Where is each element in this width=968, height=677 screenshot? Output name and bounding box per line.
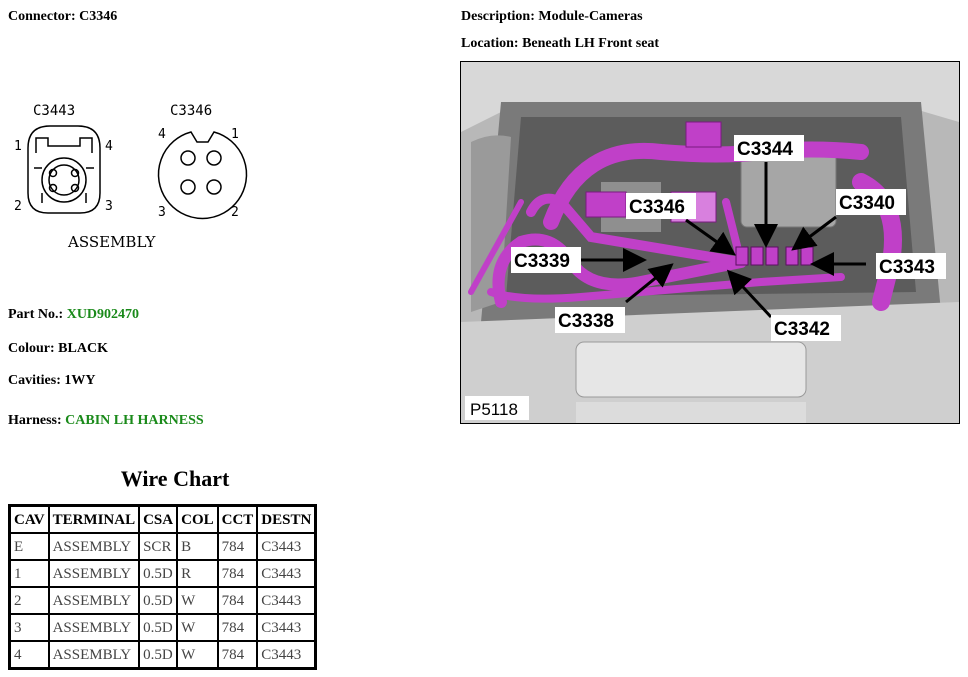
connector-pin-diagram: C3443 C3346 1 4 2 3 4 1 3 2 ASSEMBLY bbox=[14, 103, 248, 251]
left-pin-2: 2 bbox=[14, 199, 22, 214]
right-pin-3: 3 bbox=[158, 205, 166, 220]
left-pin-1: 1 bbox=[14, 139, 22, 154]
left-pin-4: 4 bbox=[105, 139, 113, 154]
cell-terminal: ASSEMBLY bbox=[47, 532, 141, 561]
callout-c3344: C3344 bbox=[737, 139, 793, 160]
location-photo: C3344 C3346 C3340 C3339 C3343 C3338 C334… bbox=[460, 61, 960, 424]
header-cct: CCT bbox=[216, 504, 259, 534]
cell-cav: 1 bbox=[8, 559, 50, 588]
cavities-line: Cavities: 1WY bbox=[8, 373, 96, 389]
cell-cct: 784 bbox=[216, 532, 259, 561]
right-pin-1: 1 bbox=[231, 127, 239, 142]
table-row: 1 ASSEMBLY 0.5D R 784 C3443 bbox=[8, 559, 317, 588]
left-pin-3: 3 bbox=[105, 199, 113, 214]
cell-csa: 0.5D bbox=[138, 559, 179, 588]
harness-link[interactable]: CABIN LH HARNESS bbox=[65, 413, 204, 428]
figure-id: P5118 bbox=[470, 400, 518, 419]
harness-line: Harness: CABIN LH HARNESS bbox=[8, 413, 204, 429]
callout-c3342: C3342 bbox=[774, 319, 830, 340]
cell-terminal: ASSEMBLY bbox=[47, 640, 141, 670]
diagram-caption: ASSEMBLY bbox=[67, 233, 156, 251]
cell-csa: 0.5D bbox=[138, 640, 179, 670]
cell-cct: 784 bbox=[216, 613, 259, 642]
callout-c3340: C3340 bbox=[839, 193, 895, 214]
cell-destn: C3443 bbox=[256, 613, 317, 642]
cell-cct: 784 bbox=[216, 559, 259, 588]
description-value: Module-Cameras bbox=[538, 9, 643, 24]
cell-destn: C3443 bbox=[256, 586, 317, 615]
location-label: Location: bbox=[461, 36, 519, 51]
colour-label: Colour: bbox=[8, 341, 55, 356]
header-destn: DESTN bbox=[256, 504, 317, 534]
cell-destn: C3443 bbox=[256, 640, 317, 670]
right-pin-4: 4 bbox=[158, 127, 166, 142]
cell-cav: 3 bbox=[8, 613, 50, 642]
cell-terminal: ASSEMBLY bbox=[47, 586, 141, 615]
right-pin-2: 2 bbox=[231, 205, 239, 220]
table-row: 4 ASSEMBLY 0.5D W 784 C3443 bbox=[8, 640, 317, 670]
wire-chart-title: Wire Chart bbox=[120, 466, 230, 491]
part-number-line: Part No.: XUD902470 bbox=[8, 307, 139, 323]
cell-destn: C3443 bbox=[256, 559, 317, 588]
right-connector-shape bbox=[157, 131, 248, 220]
header-cav: CAV bbox=[8, 504, 50, 534]
connector-label: Connector: bbox=[8, 9, 76, 24]
location-value: Beneath LH Front seat bbox=[522, 36, 660, 51]
part-number-link[interactable]: XUD902470 bbox=[66, 307, 140, 322]
cell-csa: SCR bbox=[138, 532, 179, 561]
callout-c3343: C3343 bbox=[879, 257, 935, 278]
table-row: E ASSEMBLY SCR B 784 C3443 bbox=[8, 532, 317, 561]
right-connector-name: C3346 bbox=[170, 103, 212, 119]
cell-cct: 784 bbox=[216, 586, 259, 615]
connector-title: Connector: C3346 bbox=[8, 9, 117, 25]
cell-col: W bbox=[176, 640, 219, 670]
cell-destn: C3443 bbox=[256, 532, 317, 561]
callout-c3339: C3339 bbox=[514, 251, 570, 272]
description-label: Description: bbox=[461, 9, 535, 24]
cell-col: W bbox=[176, 586, 219, 615]
callout-c3338: C3338 bbox=[558, 311, 614, 332]
header-csa: CSA bbox=[138, 504, 179, 534]
table-row: 2 ASSEMBLY 0.5D W 784 C3443 bbox=[8, 586, 317, 615]
location-illustration: C3344 C3346 C3340 C3339 C3343 C3338 C334… bbox=[461, 62, 959, 423]
colour-value: BLACK bbox=[58, 341, 108, 356]
header-col: COL bbox=[176, 504, 219, 534]
cell-csa: 0.5D bbox=[138, 586, 179, 615]
cell-cav: 4 bbox=[8, 640, 50, 670]
cell-terminal: ASSEMBLY bbox=[47, 613, 141, 642]
cell-cav: 2 bbox=[8, 586, 50, 615]
cell-cct: 784 bbox=[216, 640, 259, 670]
table-header-row: CAV TERMINAL CSA COL CCT DESTN bbox=[8, 504, 317, 534]
connector-value: C3346 bbox=[79, 9, 118, 24]
cavities-value: 1WY bbox=[64, 373, 96, 388]
cell-csa: 0.5D bbox=[138, 613, 179, 642]
colour-line: Colour: BLACK bbox=[8, 341, 108, 357]
part-label: Part No.: bbox=[8, 307, 64, 322]
cavities-label: Cavities: bbox=[8, 373, 61, 388]
cell-col: R bbox=[176, 559, 219, 588]
cell-terminal: ASSEMBLY bbox=[47, 559, 141, 588]
cell-col: W bbox=[176, 613, 219, 642]
cell-cav: E bbox=[8, 532, 50, 561]
callout-c3346: C3346 bbox=[629, 197, 685, 218]
cell-col: B bbox=[176, 532, 219, 561]
description-line: Description: Module-Cameras bbox=[461, 9, 643, 25]
harness-label: Harness: bbox=[8, 413, 62, 428]
left-connector-shape bbox=[27, 125, 101, 214]
table-row: 3 ASSEMBLY 0.5D W 784 C3443 bbox=[8, 613, 317, 642]
left-connector-name: C3443 bbox=[33, 103, 75, 119]
location-line: Location: Beneath LH Front seat bbox=[461, 36, 659, 52]
header-terminal: TERMINAL bbox=[47, 504, 141, 534]
wire-chart-table: CAV TERMINAL CSA COL CCT DESTN E ASSEMBL… bbox=[8, 504, 318, 670]
